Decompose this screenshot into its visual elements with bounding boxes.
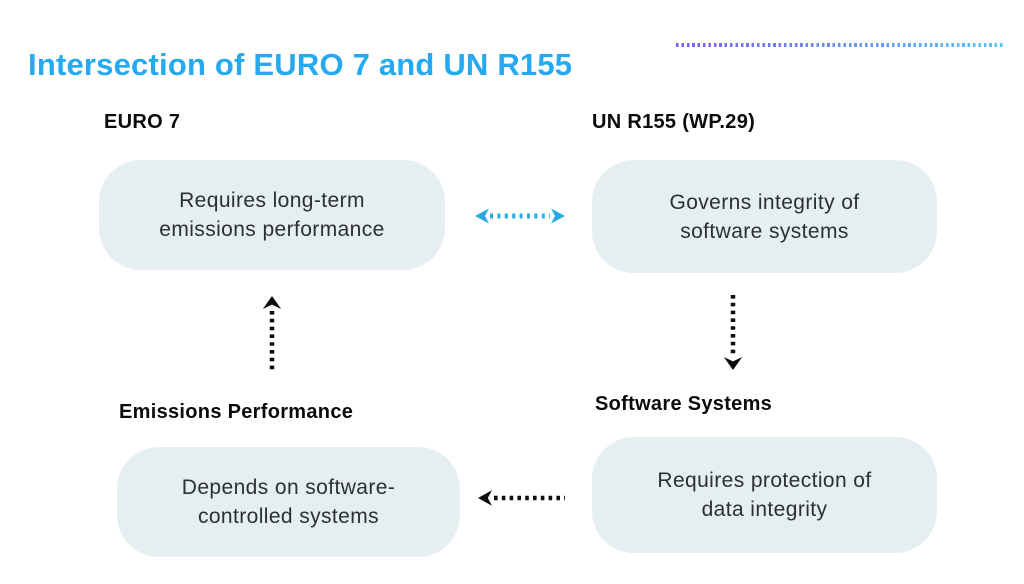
page-title: Intersection of EURO 7 and UN R155	[28, 46, 573, 82]
node-label-euro7: EURO 7	[104, 111, 181, 133]
node-box-emissions-text: Depends on software- controlled systems	[181, 476, 396, 528]
node-label-unr155: UN R155 (WP.29)	[592, 111, 756, 133]
up-dotted-arrow-icon	[262, 296, 282, 372]
gradient-dotted-rule	[676, 43, 1004, 47]
node-box-euro7: Requires long-term emissions performance	[99, 160, 445, 270]
node-box-software-systems: Requires protection of data integrity	[592, 437, 937, 553]
node-box-euro7-text: Requires long-term emissions performance	[159, 189, 385, 241]
node-box-unr155: Governs integrity of software systems	[592, 160, 937, 273]
node-label-emissions-performance: Emissions Performance	[119, 401, 354, 423]
left-dotted-arrow-icon	[478, 490, 565, 506]
node-box-unr155-text: Governs integrity of software systems	[669, 190, 860, 243]
bidirectional-dotted-arrow-icon	[475, 208, 565, 224]
node-box-emissions-performance: Depends on software- controlled systems	[117, 447, 460, 557]
node-label-software-systems: Software Systems	[595, 393, 773, 415]
down-dotted-arrow-icon	[723, 295, 743, 370]
node-box-software-text: Requires protection of data integrity	[657, 469, 872, 521]
